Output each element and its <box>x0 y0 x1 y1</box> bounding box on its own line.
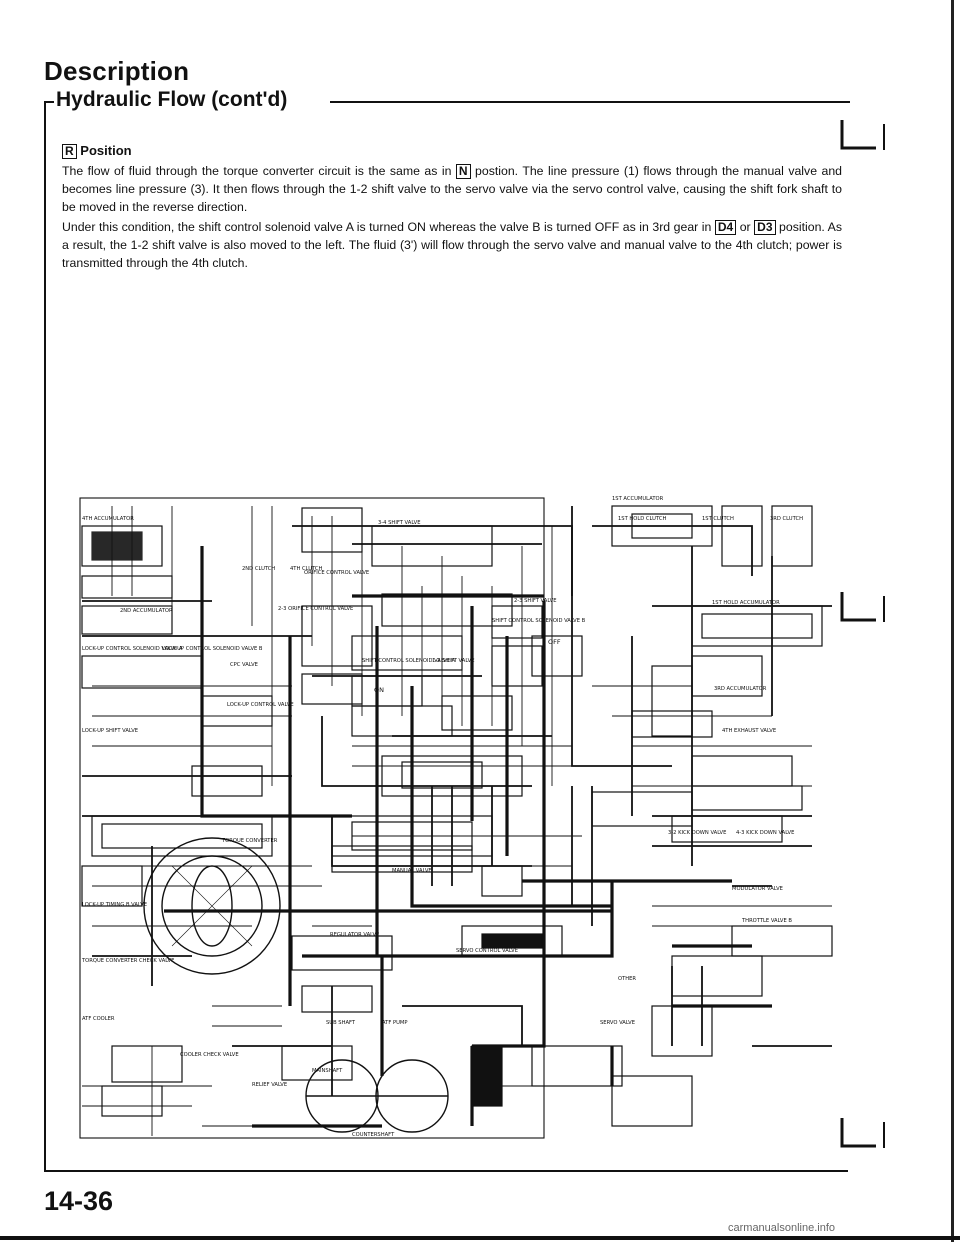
p1-text-b: postion. The line pressure (1) flows thr… <box>62 164 842 214</box>
label-servo-valve: SERVO VALVE <box>600 1020 635 1026</box>
label-servo-control: SERVO CONTROL VALVE <box>456 948 518 954</box>
frame-left-rule <box>44 101 46 1171</box>
label-lockup-solenoid-b: LOCK-UP CONTROL SOLENOID VALVE B <box>162 646 263 652</box>
label-other: OTHER <box>618 976 636 982</box>
label-tc-check: TORQUE CONVERTER CHECK VALVE <box>81 958 174 964</box>
label-cpc-valve: CPC VALVE <box>230 662 258 668</box>
label-4th-exhaust: 4TH EXHAUST VALVE <box>722 728 776 734</box>
label-3-4-shift-valve: 3-4 SHIFT VALVE <box>378 520 420 526</box>
label-1st-clutch: 1ST CLUTCH <box>702 516 734 522</box>
p2-text-b: position. As a result, the 1-2 shift val… <box>62 220 843 270</box>
label-1-2-shift-valve: 1-2 SHIFT VALVE <box>432 658 474 664</box>
page-title: Description <box>44 56 190 86</box>
key-d3-box: D3 <box>754 220 776 235</box>
description-body: R Position The flow of fluid through the… <box>62 142 842 274</box>
label-off: OFF <box>548 638 561 646</box>
label-4th-clutch: 4TH CLUTCH <box>290 566 323 572</box>
paragraph-1: The flow of fluid through the torque con… <box>62 162 842 216</box>
label-solenoid-b: SHIFT CONTROL SOLENOID VALVE B <box>492 618 586 624</box>
label-lockup-shift: LOCK-UP SHIFT VALVE <box>82 728 138 734</box>
scan-mark-3 <box>840 1118 885 1148</box>
label-3rd-accumulator: 3RD ACCUMULATOR <box>714 686 767 692</box>
label-orifice-control: ORIFICE CONTROL VALVE <box>304 570 369 576</box>
hydraulic-circuit-diagram: 4TH ACCUMULATOR 1ST ACCUMULATOR 1ST HOLD… <box>79 496 833 1139</box>
label-regulator: REGULATOR VALVE <box>330 932 379 938</box>
key-d4-box: D4 <box>714 220 737 235</box>
paragraph-2: Under this condition, the shift control … <box>62 218 842 272</box>
position-heading: R Position <box>62 142 842 160</box>
label-lockup-control: LOCK-UP CONTROL VALVE <box>227 702 294 708</box>
label-2-3-shift-valve: 2-3 SHIFT VALVE <box>514 598 556 604</box>
label-1st-hold-accumulator: 1ST HOLD ACCUMULATOR <box>712 600 780 606</box>
scan-edge-right <box>951 0 954 1242</box>
scan-mark-2 <box>840 592 885 622</box>
label-countershaft: COUNTERSHAFT <box>352 1132 395 1138</box>
page-number: 14-36 <box>44 1186 114 1216</box>
label-throttle-b: THROTTLE VALVE B <box>741 918 792 924</box>
label-2nd-accumulator: 2ND ACCUMULATOR <box>120 608 173 614</box>
position-key-box: R <box>62 144 77 159</box>
label-1st-hold-clutch: 1ST HOLD CLUTCH <box>618 516 666 522</box>
label-4th-accumulator: 4TH ACCUMULATOR <box>82 516 134 522</box>
label-2nd-clutch: 2ND CLUTCH <box>242 566 275 572</box>
position-label: Position <box>80 143 132 158</box>
label-3-2-kickdown: 3-2 KICK DOWN VALVE <box>668 830 726 836</box>
label-cooler-check: COOLER CHECK VALVE <box>180 1052 239 1058</box>
label-lockup-solenoid-a: LOCK-UP CONTROL SOLENOID VALVE A <box>82 646 183 652</box>
label-torque-converter: TORQUE CONVERTER <box>221 838 278 844</box>
subtitle-rule-left <box>44 101 54 103</box>
label-lockup-timing: LOCK-UP TIMING B VALVE <box>82 902 147 908</box>
label-on: ON <box>374 686 384 694</box>
label-3rd-clutch: 3RD CLUTCH <box>770 516 803 522</box>
p2-or: or <box>739 220 751 234</box>
label-sub-shaft: SUB SHAFT <box>326 1020 356 1026</box>
label-4-3-kickdown: 4-3 KICK DOWN VALVE <box>736 830 794 836</box>
frame-bottom-rule <box>44 1170 848 1172</box>
label-relief: RELIEF VALVE <box>252 1082 287 1088</box>
p2-text-a: Under this condition, the shift control … <box>62 220 712 234</box>
label-atf-cooler: ATF COOLER <box>82 1016 115 1022</box>
footer-watermark: carmanualsonline.info <box>728 1222 836 1234</box>
scan-edge-bottom <box>0 1236 960 1240</box>
label-modulator: MODULATOR VALVE <box>732 886 783 892</box>
label-1st-accumulator: 1ST ACCUMULATOR <box>612 496 664 502</box>
p1-text-a: The flow of fluid through the torque con… <box>62 164 452 178</box>
subtitle-rule-right <box>330 101 850 103</box>
label-atf-pump: ATF PUMP <box>382 1020 407 1026</box>
label-solenoid-a: SHIFT CONTROL SOLENOID VALVE A <box>362 658 456 664</box>
key-n-box: N <box>455 164 471 179</box>
section-subtitle: Hydraulic Flow (cont'd) <box>56 88 288 111</box>
label-mainshaft: MAINSHAFT <box>312 1068 343 1074</box>
scan-mark-1 <box>840 120 885 150</box>
label-2-3-orifice: 2-3 ORIFICE CONTROL VALVE <box>278 606 353 612</box>
label-manual-valve: MANUAL VALVE <box>392 868 432 874</box>
